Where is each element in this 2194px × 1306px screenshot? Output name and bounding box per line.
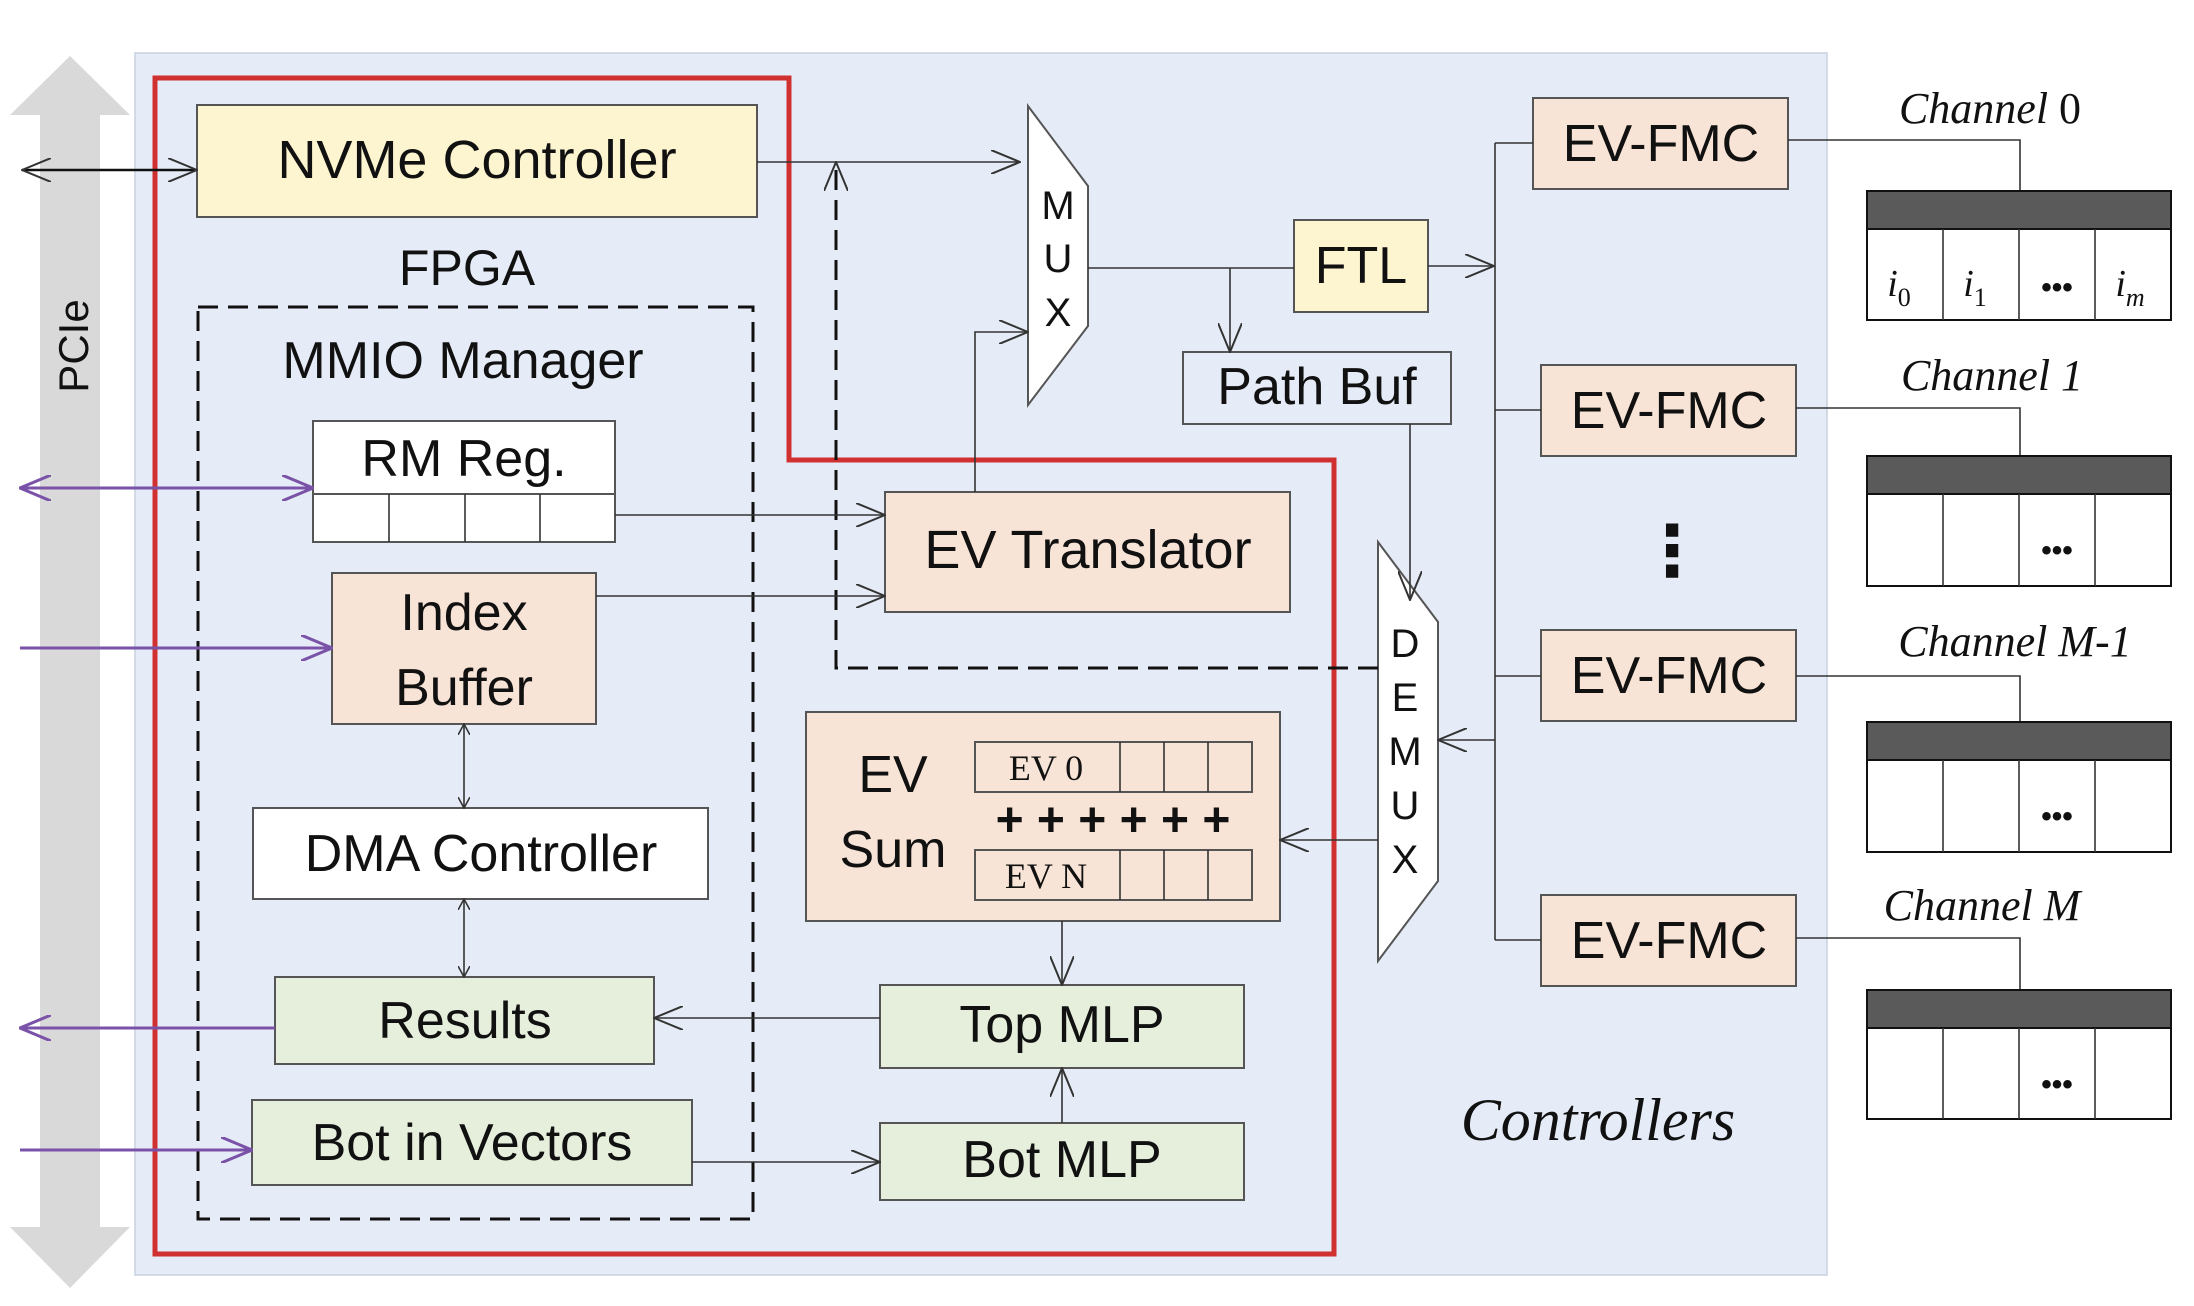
dma-controller-box <box>252 807 709 900</box>
channel-1-ellipsis: ••• <box>2041 534 2073 567</box>
channel-0-label: Channel 0 <box>1899 84 2081 133</box>
translator-to-mux <box>974 332 1028 492</box>
controllers-label: Controllers <box>1461 1087 1735 1153</box>
rm-reg-label: RM Reg. <box>361 430 566 488</box>
demux-dashed-return <box>836 162 1378 670</box>
demux-letter-d: D <box>1391 622 1420 666</box>
channel-0-cell-1: i1 <box>1963 263 1987 312</box>
pcie-bus: PCIe <box>10 56 130 1288</box>
index-buffer-line1: Index <box>400 584 527 642</box>
ev-sum-line2: Sum <box>840 821 947 879</box>
top-mlp-label: Top MLP <box>959 996 1164 1054</box>
top-mlp-box <box>879 984 1245 1069</box>
results-label: Results <box>378 992 551 1050</box>
channel-2-ellipsis: ••• <box>2041 800 2073 833</box>
ev-fmc-box-2 <box>1540 629 1797 722</box>
bot-in-vectors-label: Bot in Vectors <box>312 1114 633 1172</box>
channel-2-label: Channel M-1 <box>1898 617 2131 666</box>
ev-sum-row-last: EV N <box>1005 856 1087 896</box>
ev-sum-line1: EV <box>858 746 928 804</box>
fpga-label: FPGA <box>399 240 536 296</box>
ev-sum-row-first: EV 0 <box>1009 748 1083 788</box>
channel-3: Channel M ••• <box>1796 881 2172 1120</box>
demux-letter-e: E <box>1392 676 1419 720</box>
ev-fmc-box-0 <box>1532 97 1789 190</box>
channel-0-cell-0: i0 <box>1887 263 1911 312</box>
channel-1-label: Channel 1 <box>1901 351 2083 400</box>
dma-controller-label: DMA Controller <box>305 825 658 883</box>
ev-fmc-box-1 <box>1540 364 1797 457</box>
channel-3-ellipsis: ••• <box>2041 1068 2073 1101</box>
ev-fmc-label-2: EV-FMC <box>1571 647 1767 705</box>
bot-in-vectors-box <box>251 1099 693 1186</box>
demux-letter-x: X <box>1392 838 1419 882</box>
mux-letter-m: M <box>1041 184 1074 228</box>
nvme-controller-label: NVMe Controller <box>277 130 676 190</box>
ev-sum-plus-row: + + + + + + <box>996 794 1231 847</box>
fpga-boundary <box>152 75 1337 1257</box>
path-buf-label: Path Buf <box>1217 358 1417 416</box>
ftl-label: FTL <box>1315 237 1407 295</box>
index-buffer-line2: Buffer <box>395 659 533 717</box>
channel-1: Channel 1 ••• <box>1796 351 2172 587</box>
nvme-controller-box <box>196 104 758 218</box>
channel-0-cell-3: im <box>2115 263 2144 312</box>
channel-3-label: Channel M <box>1884 881 2083 930</box>
channel-2: Channel M-1 ••• <box>1796 617 2172 853</box>
ev-fmc-ellipsis: ⋮ <box>1637 512 1707 590</box>
index-buffer-box <box>331 572 597 725</box>
ev-sum: EV Sum EV 0 + + + + + + EV N <box>805 711 1281 922</box>
demux: D E M U X <box>1377 539 1439 964</box>
pcie-label: PCIe <box>50 299 97 392</box>
ev-fmc-label-0: EV-FMC <box>1563 115 1759 173</box>
bot-mlp-box <box>879 1122 1245 1201</box>
demux-letter-u: U <box>1391 784 1420 828</box>
mux-letter-x: X <box>1045 291 1072 335</box>
channel-0: Channel 0 i0 i1 ••• im <box>1788 84 2172 321</box>
ev-fmc-label-3: EV-FMC <box>1571 912 1767 970</box>
bot-mlp-label: Bot MLP <box>962 1131 1161 1189</box>
ev-fmc-box-3 <box>1540 894 1797 987</box>
ftl-box <box>1293 219 1429 313</box>
ev-fmc-label-1: EV-FMC <box>1571 382 1767 440</box>
demux-letter-m: M <box>1388 730 1421 774</box>
path-buf-box <box>1182 351 1452 425</box>
mmio-manager-box <box>196 305 755 1221</box>
channel-0-cell-2: ••• <box>2041 271 2073 304</box>
rm-reg: RM Reg. <box>312 420 616 543</box>
mux: M U X <box>1027 103 1089 408</box>
mux-letter-u: U <box>1044 237 1073 281</box>
ev-translator-label: EV Translator <box>924 520 1251 580</box>
ev-translator-box <box>884 491 1291 613</box>
mmio-manager-label: MMIO Manager <box>282 332 643 390</box>
